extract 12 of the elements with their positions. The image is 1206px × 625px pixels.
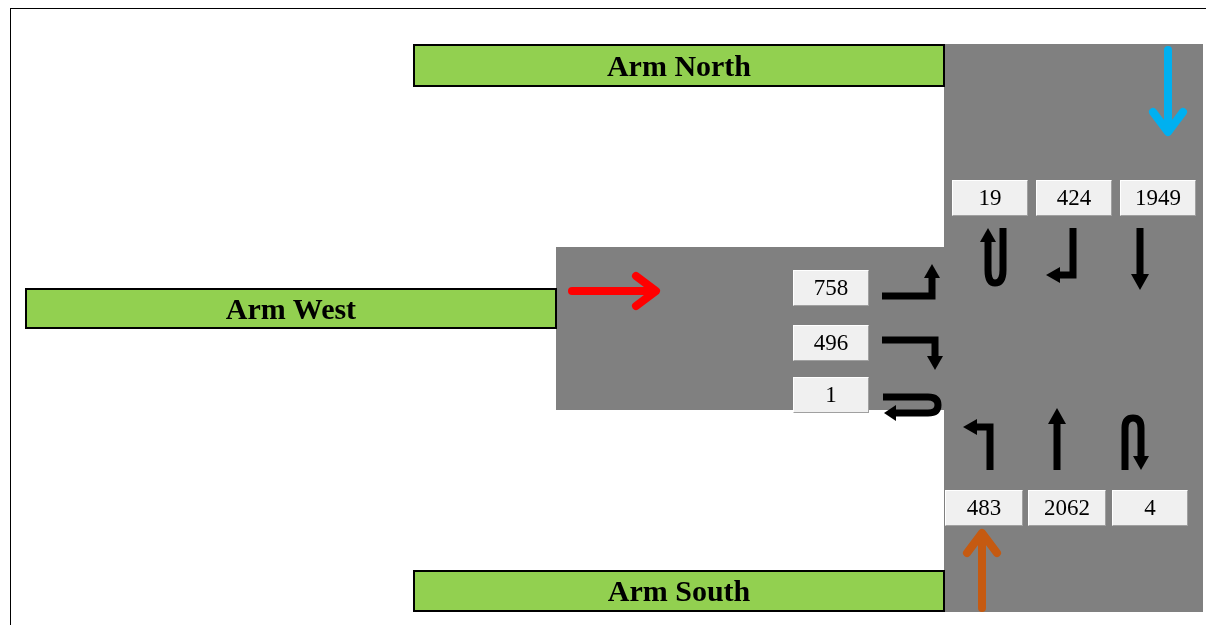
traffic-count: 4 [1112, 490, 1188, 526]
traffic-count: 19 [952, 180, 1028, 216]
traffic-count: 483 [945, 490, 1023, 526]
traffic-count: 1 [793, 377, 869, 413]
arm-label-bar: Arm South [413, 570, 945, 612]
traffic-count: 424 [1036, 180, 1112, 216]
arm-label-bar: Arm North [413, 44, 945, 87]
traffic-count: 2062 [1028, 490, 1106, 526]
traffic-count: 1949 [1120, 180, 1196, 216]
arm-label-bar: Arm West [25, 288, 557, 329]
traffic-count: 758 [793, 270, 869, 306]
traffic-count: 496 [793, 325, 869, 361]
